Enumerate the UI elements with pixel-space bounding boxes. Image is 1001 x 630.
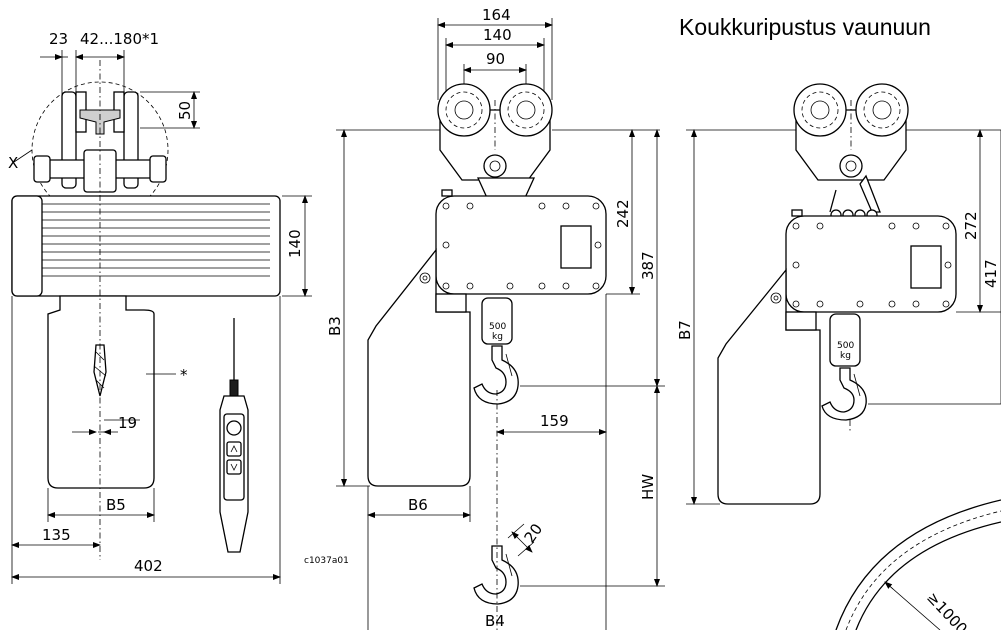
motor-ribs (42, 203, 270, 277)
dim-242: 242 (614, 199, 632, 228)
dim-417: 417 (982, 259, 1000, 288)
body-screws-right (792, 222, 952, 308)
drawing-code: c1037a01 (304, 556, 349, 566)
dim-HW: HW (639, 474, 657, 500)
detail-marker-x: X (8, 154, 18, 172)
dim-402: 402 (134, 557, 163, 575)
dim-140-mid: 140 (483, 26, 512, 44)
dim-B4: B4 (485, 612, 505, 630)
asterisk-note: * (180, 366, 188, 384)
middle-view: 164 140 90 (326, 6, 665, 630)
capacity-unit-right: kg (840, 351, 851, 361)
dim-140-left: 140 (286, 229, 304, 258)
pendant-control (219, 318, 249, 553)
left-view: X 50 23 42...180*1 (8, 30, 349, 584)
capacity-value-right: 500 (837, 341, 854, 351)
body-screws (442, 202, 602, 290)
dim-B5: B5 (106, 496, 126, 514)
dim-B6: B6 (408, 496, 428, 514)
dim-90: 90 (486, 50, 505, 68)
view-title: Koukkuripustus vaunuun (679, 14, 931, 40)
dim-20: 20 (521, 520, 547, 546)
capacity-value: 500 (489, 322, 506, 332)
dim-19: 19 (118, 414, 137, 432)
right-view: Koukkuripustus vaunuun (676, 14, 1001, 630)
dim-50-left: 50 (176, 101, 194, 120)
curved-rail: ≥1000 (835, 499, 1001, 630)
dim-164: 164 (482, 6, 511, 24)
emergency-stop-icon (226, 420, 242, 436)
dim-387: 387 (639, 251, 657, 280)
capacity-unit: kg (492, 332, 503, 342)
dim-42-180: 42...180*1 (80, 30, 159, 48)
dim-23: 23 (49, 30, 68, 48)
dim-B7: B7 (676, 320, 694, 340)
dim-159: 159 (540, 412, 569, 430)
dim-272: 272 (962, 211, 980, 240)
dim-radius: ≥1000 (923, 588, 971, 630)
dim-B3: B3 (326, 316, 344, 336)
dim-135: 135 (42, 526, 71, 544)
